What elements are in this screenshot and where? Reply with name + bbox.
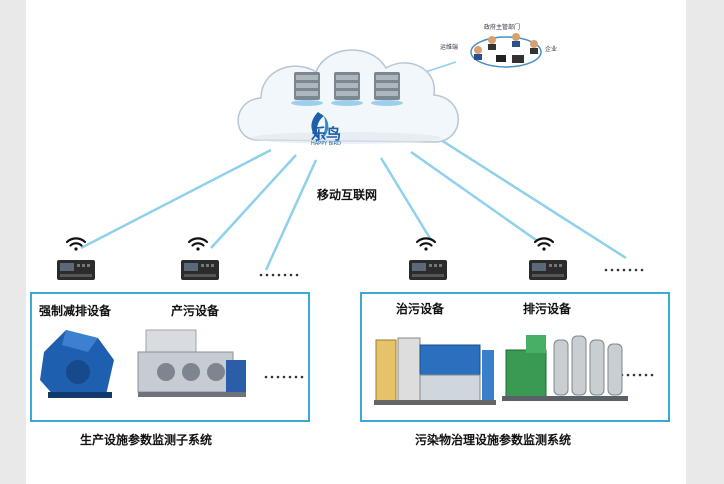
wifi-icon (65, 237, 87, 251)
user-icon (530, 40, 538, 48)
role-label-government: 政府主管部门 (484, 24, 521, 31)
server-icon (371, 72, 403, 106)
role-label-operations: 运维端 (440, 44, 459, 51)
treatment-plant-image (374, 337, 496, 405)
right-item-label-2: 排污设备 (523, 302, 572, 316)
user-icon (474, 46, 482, 54)
left-item-label-2: 产污设备 (171, 304, 220, 318)
right-subsystem-box (360, 292, 670, 422)
right-item-label-1: 治污设备 (396, 302, 445, 316)
role-label-enterprise: 企业 (545, 46, 558, 53)
network-links (80, 61, 627, 271)
laptop-icon (512, 55, 524, 63)
monitor-device (529, 260, 567, 280)
user-network (470, 33, 542, 68)
user-icon (512, 33, 520, 41)
server-icon (331, 72, 363, 106)
diagram-svg (30, 33, 670, 422)
monitor-device (181, 260, 219, 280)
brand-logo-icon (311, 112, 329, 140)
server-icon (291, 72, 323, 106)
brand-name-en: HAPPY BIRD (311, 141, 341, 147)
link-line-2 (210, 154, 297, 249)
brand-name-cn: 乐鸟 (311, 125, 342, 143)
link-line-3 (264, 159, 318, 271)
wifi-icon (187, 237, 209, 251)
diagram-canvas: 乐鸟 HAPPY BIRD 移动互联网 政府主管部门 运维端 企业 强制减排设备… (26, 0, 686, 484)
wifi-icon (533, 237, 555, 251)
ellipsis-dots (259, 268, 654, 379)
belt-press-machine-image (137, 329, 246, 397)
left-subsystem-box (30, 292, 310, 422)
user-icon (488, 36, 496, 44)
network-label: 移动互联网 (317, 188, 378, 202)
right-subsystem-caption: 污染物治理设施参数监测系统 (415, 433, 572, 447)
discharge-tanks-image (502, 335, 628, 401)
link-line-4 (379, 157, 433, 241)
monitor-device (409, 260, 447, 280)
link-line-5 (410, 150, 537, 242)
wifi-icon (415, 237, 437, 251)
link-line-1 (80, 148, 272, 250)
left-subsystem-caption: 生产设施参数监测子系统 (80, 433, 213, 447)
monitor-device (57, 260, 95, 280)
link-line-6 (440, 138, 627, 260)
tablet-icon (496, 55, 506, 62)
left-item-label-1: 强制减排设备 (39, 304, 112, 318)
shredder-machine-image (40, 330, 114, 398)
